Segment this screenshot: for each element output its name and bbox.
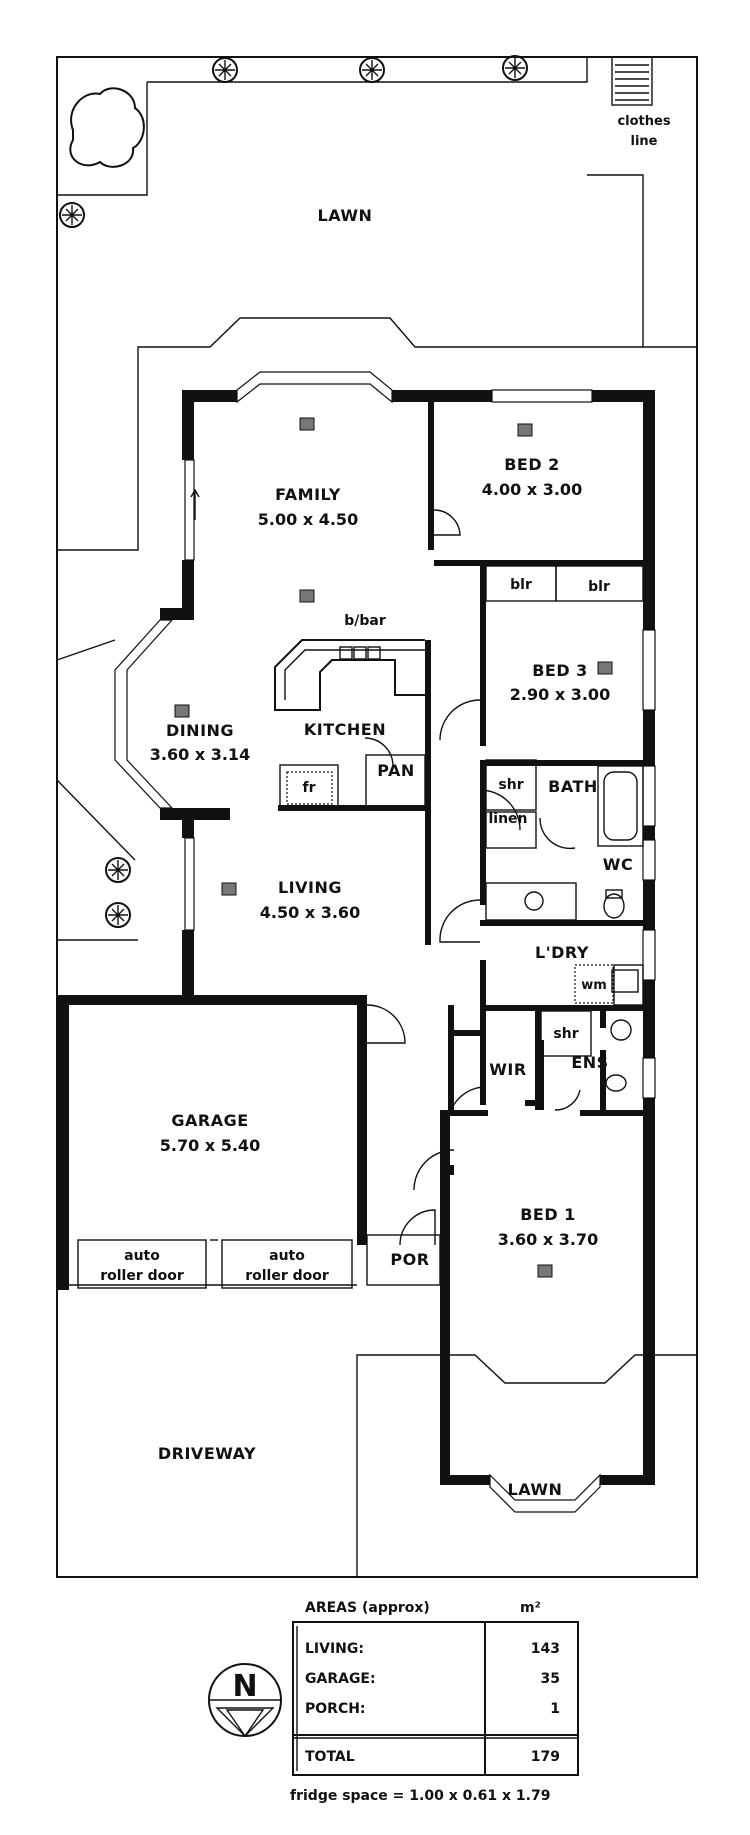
robe-1-label: blr xyxy=(510,577,532,593)
bed2-dims: 4.00 x 3.00 xyxy=(482,480,582,499)
washing-machine-label: wm xyxy=(581,978,607,993)
bed3-label: BED 3 xyxy=(532,661,588,680)
bed1-label: BED 1 xyxy=(520,1205,576,1224)
clothes-line: clothes line xyxy=(611,56,671,149)
laundry-label: L'DRY xyxy=(535,943,589,962)
shrub-icon xyxy=(59,202,85,228)
ceiling-vents xyxy=(174,417,613,1278)
lawn-bottom-label: LAWN xyxy=(508,1480,563,1499)
area-total-value: 179 xyxy=(531,1749,560,1765)
garage-door-1-line1: auto xyxy=(124,1248,160,1264)
vent-icon xyxy=(221,882,237,896)
tree-icons xyxy=(59,55,528,928)
area-row-porch-label: PORCH: xyxy=(305,1701,366,1717)
windows xyxy=(114,371,656,1513)
pantry-label: PAN xyxy=(377,761,415,780)
area-total-label: TOTAL xyxy=(305,1749,355,1765)
wc-label: WC xyxy=(603,855,633,874)
garage-door-2-line2: roller door xyxy=(245,1268,329,1284)
shrub-icon xyxy=(105,902,131,928)
area-row-living-value: 143 xyxy=(531,1641,560,1657)
robe-2-label: blr xyxy=(588,579,610,595)
site-boundary xyxy=(56,56,698,1578)
garage-door-2-line1: auto xyxy=(269,1248,305,1264)
living-dims: 4.50 x 3.60 xyxy=(260,903,360,922)
clothes-line-label-1: clothes xyxy=(617,114,670,129)
area-row-garage-value: 35 xyxy=(541,1671,560,1687)
area-table: AREAS (approx) m² LIVING: 143 GARAGE: 35… xyxy=(290,1600,579,1804)
bed1-dims: 3.60 x 3.70 xyxy=(498,1230,598,1249)
porch-label: POR xyxy=(390,1250,429,1269)
area-row-porch-value: 1 xyxy=(550,1701,560,1717)
vent-icon xyxy=(299,417,315,431)
ensuite-shower-label: shr xyxy=(553,1026,578,1042)
dining-label: DINING xyxy=(166,721,234,740)
vent-icon xyxy=(597,661,613,675)
vent-icon xyxy=(174,704,190,718)
lawn-top-label: LAWN xyxy=(318,206,373,225)
vent-icon xyxy=(299,589,315,603)
kitchen-label: KITCHEN xyxy=(304,720,386,739)
bed3-dims: 2.90 x 3.00 xyxy=(510,685,610,704)
clothes-line-label-2: line xyxy=(631,134,658,149)
shrub-icon xyxy=(212,57,238,83)
linen-label: linen xyxy=(488,811,527,827)
tree-icon xyxy=(69,87,145,168)
bbar-label: b/bar xyxy=(344,613,386,629)
walls xyxy=(57,390,655,1485)
fixtures xyxy=(77,488,644,1289)
vent-icon xyxy=(517,423,533,437)
shrub-icon xyxy=(502,55,528,81)
wir-label: WIR xyxy=(489,1060,526,1079)
bath-label: BATH xyxy=(548,777,598,796)
bath-shower-label: shr xyxy=(498,777,523,793)
bed2-label: BED 2 xyxy=(504,455,560,474)
area-row-living-label: LIVING: xyxy=(305,1641,364,1657)
driveway-label: DRIVEWAY xyxy=(158,1444,256,1463)
compass-letter: N xyxy=(232,1669,257,1704)
ensuite-label: ENS xyxy=(571,1053,608,1072)
garage-label: GARAGE xyxy=(171,1111,248,1130)
family-label: FAMILY xyxy=(275,485,341,504)
garage-dims: 5.70 x 5.40 xyxy=(160,1136,260,1155)
fridge-note: fridge space = 1.00 x 0.61 x 1.79 xyxy=(290,1788,550,1804)
doors xyxy=(364,509,581,1246)
family-dims: 5.00 x 4.50 xyxy=(258,510,358,529)
areas-heading: AREAS (approx) xyxy=(305,1600,430,1616)
shrub-icon xyxy=(105,857,131,883)
north-arrow-icon: N xyxy=(208,1663,282,1738)
dining-dims: 3.60 x 3.14 xyxy=(150,745,250,764)
garage-door-1-line2: roller door xyxy=(100,1268,184,1284)
shrub-icon xyxy=(359,57,385,83)
areas-unit: m² xyxy=(520,1600,541,1616)
vent-icon xyxy=(537,1264,553,1278)
living-label: LIVING xyxy=(278,878,342,897)
area-row-garage-label: GARAGE: xyxy=(305,1671,376,1687)
fridge-label: fr xyxy=(303,780,316,796)
